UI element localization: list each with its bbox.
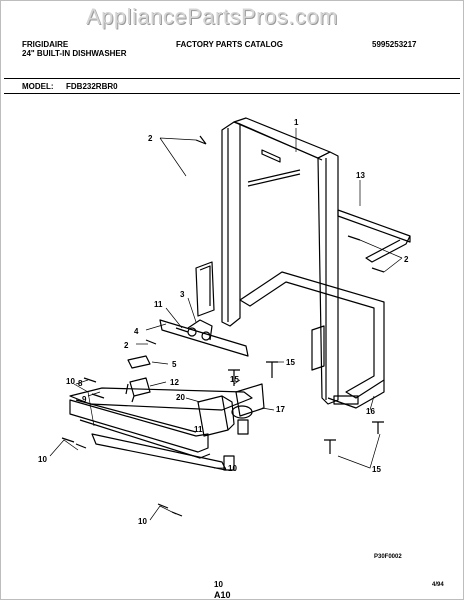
callout-8: 10 [228, 464, 237, 473]
callout-1: 1 [294, 118, 299, 127]
callout-15: 15 [286, 358, 295, 367]
toe-kick-panel-edge [75, 399, 197, 433]
frame-left-leg [221, 121, 241, 327]
callout-11: 11 [194, 425, 203, 434]
frame-right-leg [317, 151, 339, 405]
leader-7 [87, 391, 101, 397]
leader-9 [73, 383, 95, 427]
screw-7 [91, 393, 105, 399]
leader-10-upper [49, 439, 79, 457]
toe-kick-panel [69, 399, 209, 453]
callout-2: 2 [404, 255, 409, 264]
screw-2-right-a [347, 235, 361, 241]
bracket-hole [201, 331, 211, 341]
leader-3 [187, 297, 197, 323]
callout-6: 8 [78, 379, 83, 388]
leader-11-upper [165, 307, 183, 329]
leader-6 [75, 379, 89, 385]
junction-box-11-side [221, 395, 235, 431]
leader-20 [185, 397, 201, 403]
clip-5 [127, 355, 151, 369]
base-frame-slot [333, 395, 359, 405]
junction-box-11 [197, 395, 229, 437]
watermark: AppliancePartsPros.com [86, 4, 338, 29]
page-number: 10 [214, 580, 223, 589]
callout-2: 2 [148, 134, 153, 143]
leader-10-lower [149, 505, 177, 521]
screw-2-top [195, 135, 207, 145]
callout-3: 3 [180, 290, 185, 299]
brand-name: FRIGIDAIRE [22, 40, 69, 49]
motor-mount [195, 261, 215, 317]
bracket-11 [159, 319, 249, 357]
bracket-17 [235, 383, 265, 417]
toe-kick-lower [79, 419, 211, 459]
frame-top-rail [233, 117, 331, 159]
screw-11 [175, 327, 189, 333]
catalog-date: 4/94 [432, 582, 444, 588]
callout-12: 12 [170, 378, 179, 387]
callout-20: 20 [176, 393, 185, 402]
leader-4 [145, 323, 167, 331]
callout-13: 13 [356, 171, 365, 180]
leader-15-lower [337, 433, 381, 469]
callout-5: 5 [172, 360, 177, 369]
header-rule-top [4, 78, 460, 79]
relay-12-leads [125, 383, 135, 403]
callout-7: 9 [82, 395, 87, 404]
leader-16 [369, 395, 375, 411]
product-name: 24" BUILT-IN DISHWASHER [22, 49, 127, 58]
callout-9: 10 [66, 377, 75, 386]
valve-3 [187, 319, 213, 341]
callout-17: 17 [276, 405, 285, 414]
frame-top-bar [261, 149, 281, 163]
screw-15-d [372, 421, 384, 434]
relay-12 [129, 377, 151, 397]
pump-17-base [237, 419, 249, 435]
plate-8 [91, 433, 227, 471]
screw-2-left [145, 339, 157, 345]
callout-10: 10 [38, 455, 47, 464]
pump-17 [231, 405, 253, 419]
callout-2: 2 [124, 341, 129, 350]
catalog-number: 5995253217 [372, 40, 417, 49]
base-frame-16 [239, 271, 385, 399]
leader-15-mid [233, 379, 241, 385]
screw-15-a [228, 369, 240, 386]
header-rule-bottom [4, 93, 460, 94]
side-rail-13-end [365, 235, 411, 263]
plate-8-end [223, 455, 235, 471]
rear-bracket [311, 325, 325, 371]
screw-15-b [266, 361, 278, 378]
callout-16: 16 [366, 407, 375, 416]
frame-top-rail-edge [239, 123, 323, 161]
access-panel-9 [69, 387, 253, 411]
side-rail-13 [337, 209, 411, 243]
motor-mount-inner [199, 265, 211, 306]
callout-10: 10 [138, 517, 147, 526]
callout-15: 15 [230, 375, 239, 384]
section-code: A10 [214, 590, 231, 600]
leader-2-right [359, 239, 403, 273]
leader-2-top [159, 137, 197, 177]
screw-2-right-b [371, 267, 385, 273]
callout-15: 15 [372, 465, 381, 474]
model-label: MODEL: [22, 82, 54, 91]
callout-11: 11 [154, 300, 163, 309]
callout-4: 4 [134, 327, 139, 336]
catalog-title: FACTORY PARTS CATALOG [176, 40, 283, 49]
screw-15-c [324, 439, 336, 454]
screws-10-lower [157, 503, 183, 517]
figure-code: P30F0002 [374, 554, 402, 560]
frame-brace [247, 169, 301, 187]
screw-6 [83, 377, 97, 383]
screws-10-upper [61, 437, 87, 449]
leader-17 [261, 407, 275, 411]
leader-5 [151, 361, 169, 365]
leader-12 [149, 381, 167, 387]
base-frame-16-front [327, 380, 385, 409]
model-number: FDB232RBR0 [66, 82, 118, 91]
